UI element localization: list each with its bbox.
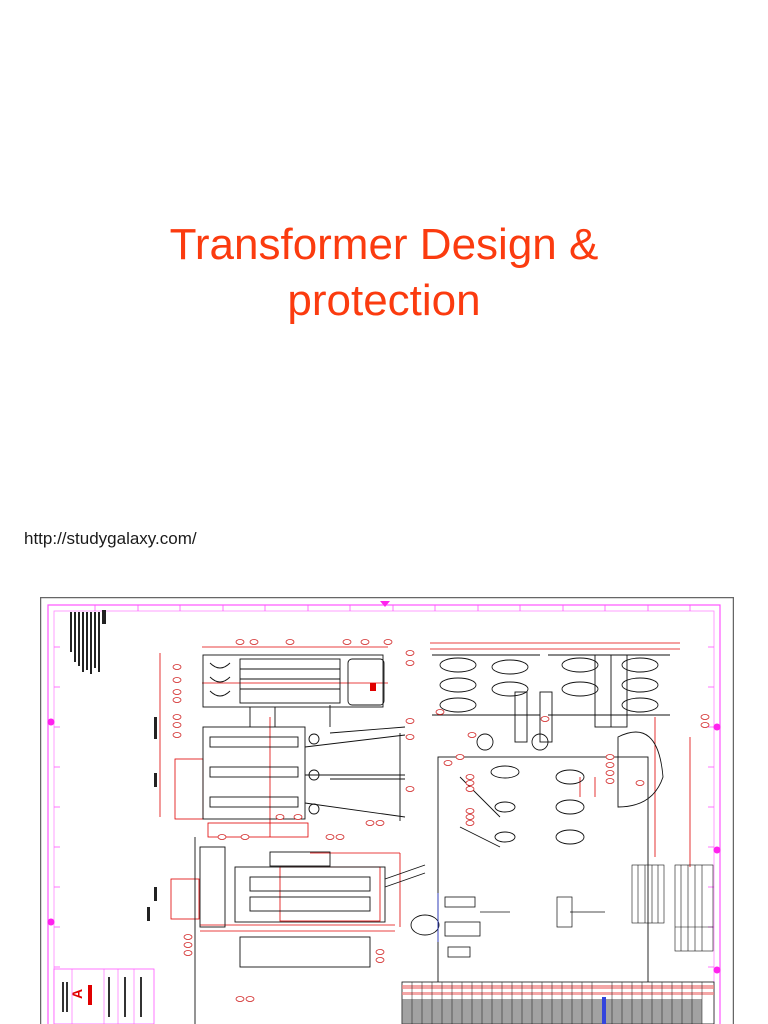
slide-title: Transformer Design & protection <box>0 217 768 329</box>
transformer-engineering-drawing: A <box>40 597 734 1024</box>
svg-text:A: A <box>69 989 85 999</box>
slide-title-line-2: protection <box>287 276 481 326</box>
source-url-link[interactable]: http://studygalaxy.com/ <box>24 529 197 548</box>
slide-title-line-1: Transformer Design & <box>169 220 599 270</box>
